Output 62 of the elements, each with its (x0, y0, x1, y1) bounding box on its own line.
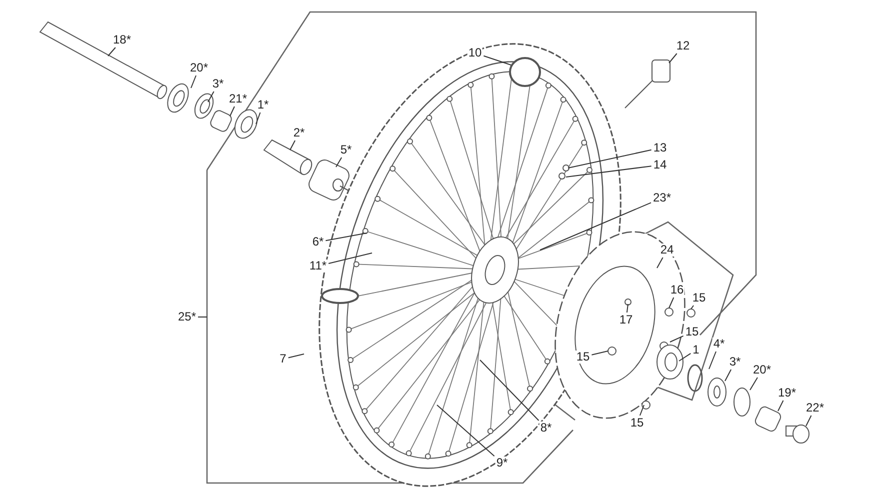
callout-number: 12 (675, 40, 691, 52)
leader-line (568, 149, 652, 168)
callout-number: 13 (652, 142, 668, 154)
leader-line (668, 53, 678, 64)
leader-line (256, 112, 261, 124)
callout-number: 8* (539, 422, 553, 434)
callout-number: 15 (684, 326, 700, 338)
leader-line (190, 75, 196, 88)
leader-line (198, 316, 208, 318)
leader-line (566, 166, 652, 178)
callout-number: 20* (188, 62, 210, 74)
callout-number: 18* (112, 34, 132, 46)
callout-number: 1* (256, 98, 270, 112)
callout-number: 15 (691, 292, 707, 304)
leader-line (656, 257, 664, 268)
callout-number: 3* (211, 78, 225, 90)
callout-number: 21* (228, 92, 248, 106)
leader-line (436, 404, 495, 457)
leader-line (591, 350, 608, 356)
leader-line (325, 232, 368, 242)
callout-number: 10 (467, 46, 483, 60)
leader-line (639, 404, 644, 416)
leader-line (230, 106, 235, 116)
callout-number: 15 (629, 416, 645, 430)
callout-number: 17 (618, 314, 634, 326)
leader-line (208, 91, 214, 102)
leader-line (678, 352, 692, 362)
callout-number: 15 (575, 350, 591, 364)
leader-line (724, 369, 732, 382)
leader-line (336, 157, 342, 168)
callout-number: 2* (292, 126, 306, 140)
callout-number: 9* (495, 456, 509, 470)
callout-number: 7 (278, 352, 288, 366)
leader-line (778, 400, 784, 412)
leader-line (540, 202, 652, 250)
callout-number: 3* (728, 356, 742, 368)
callout-number: 4* (712, 338, 726, 350)
leader-line (670, 335, 684, 342)
callout-number: 14 (652, 158, 668, 172)
callout-number: 19* (776, 386, 798, 400)
leader-line (626, 304, 628, 313)
callout-number: 25* (176, 310, 198, 324)
callout-number: 16 (669, 284, 685, 296)
leader-line (750, 377, 758, 390)
leader-line (328, 252, 372, 264)
leader-line (668, 297, 674, 308)
callout-number: 20* (752, 364, 772, 376)
leader-line (806, 415, 812, 426)
callout-number: 11* (308, 260, 328, 272)
callout-number: 6* (311, 236, 325, 248)
leader-line (290, 140, 296, 150)
leader-line (288, 354, 304, 358)
leader-line (708, 351, 716, 370)
leader-line (480, 360, 540, 421)
leader-line (108, 47, 116, 56)
callout-number: 22* (804, 402, 826, 414)
leader-line (690, 305, 694, 310)
leader-line (483, 55, 512, 66)
callout-number: 23* (652, 192, 672, 204)
callout-number: 1 (692, 344, 700, 356)
callout-number: 24 (659, 244, 675, 256)
callout-number: 5* (339, 144, 353, 156)
